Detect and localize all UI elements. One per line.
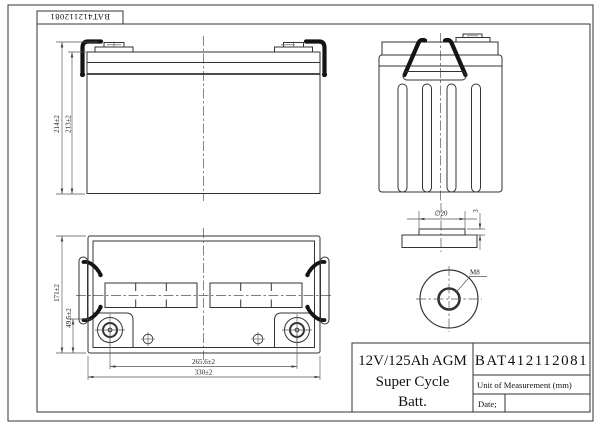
- stamp-box: [36, 10, 124, 25]
- dim-terminal-spacing: 265.6±2: [109, 334, 298, 369]
- side-view: [378, 33, 503, 202]
- front-handle-right: [303, 39, 327, 75]
- svg-text:213±2: 213±2: [65, 115, 73, 133]
- top-handle-right: [305, 256, 330, 325]
- date-label: Date;: [478, 399, 497, 409]
- product-description-line2: Super Cycle: [376, 374, 450, 390]
- front-terminal-left: [94, 41, 134, 53]
- front-handle-left: [80, 39, 104, 75]
- drawing-frame: BAT412112081: [7, 4, 594, 422]
- product-description-line3: Batt.: [398, 394, 427, 410]
- dim-overall-length: 330±2: [87, 356, 321, 380]
- top-view: 171±2 49.5±2 265.6±2 330±2: [53, 228, 332, 380]
- vent-cover-right: [209, 282, 303, 308]
- front-terminal-right: [274, 41, 313, 53]
- side-grooves: [397, 83, 481, 193]
- side-terminal: [455, 33, 491, 43]
- svg-text:214±2: 214±2: [53, 115, 61, 133]
- dim-top-depth: 171±2: [53, 235, 86, 354]
- svg-text:3: 3: [472, 209, 480, 213]
- side-handle: [402, 37, 468, 81]
- svg-text:265.6±2: 265.6±2: [192, 358, 216, 366]
- terminal-pad-detail: ∅20 3: [401, 203, 485, 252]
- side-handle-grip: [402, 71, 467, 81]
- front-view: 214±2 213±2: [53, 36, 328, 201]
- front-case: [86, 51, 321, 194]
- pad-profile: [418, 228, 466, 236]
- dim-pad-height: 3: [467, 209, 485, 250]
- svg-text:49.5±2: 49.5±2: [65, 308, 73, 328]
- side-case: [378, 54, 503, 193]
- top-handle-left: [78, 256, 103, 325]
- cross-mark-left: [141, 332, 155, 346]
- pad-hatch-band: [401, 234, 478, 248]
- terminal-pad-left: [92, 312, 134, 348]
- terminal-thread-detail: M8: [416, 266, 487, 332]
- title-block-border: [351, 342, 591, 413]
- cross-mark-right: [251, 332, 265, 346]
- m8-leader-line: [455, 276, 471, 293]
- thread-callout: M8: [470, 269, 480, 277]
- svg-text:171±2: 171±2: [53, 284, 61, 302]
- svg-text:∅20: ∅20: [434, 210, 448, 218]
- side-lid: [381, 41, 499, 56]
- inner-frame: [36, 23, 591, 413]
- title-block: 12V/125Ah AGM Super Cycle Batt. BAT41211…: [351, 342, 591, 413]
- unit-of-measurement-label: Unit of Measurement (mm): [477, 380, 572, 390]
- stamp-part-number: BAT412112081: [50, 12, 110, 22]
- dim-terminal-edge-offset: 49.5±2: [65, 308, 92, 353]
- terminal-pad-right: [274, 312, 315, 348]
- top-case-inner: [92, 240, 315, 348]
- dim-pad-diameter: ∅20: [407, 210, 477, 231]
- outer-border: [7, 4, 594, 422]
- svg-text:330±2: 330±2: [195, 369, 213, 377]
- product-description-line1: 12V/125Ah AGM: [358, 353, 467, 369]
- dim-front-overall-height: 214±2: [53, 41, 98, 195]
- part-number: BAT412112081: [475, 353, 588, 369]
- vent-cover-left: [104, 282, 198, 308]
- dim-front-case-height: 213±2: [65, 51, 86, 194]
